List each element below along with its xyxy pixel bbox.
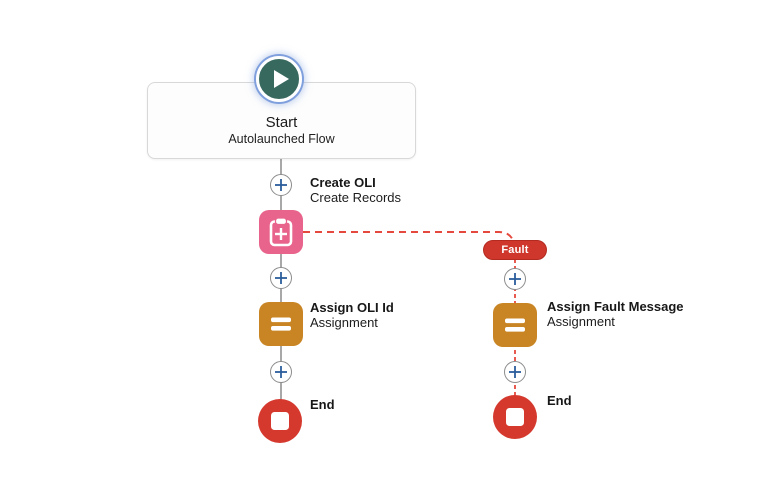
end-main-label: End: [310, 397, 335, 412]
add-element-button-2[interactable]: [270, 267, 292, 289]
start-node-subtitle: Autolaunched Flow: [228, 132, 335, 146]
assign-fault-message-node[interactable]: [493, 303, 537, 347]
stop-icon: [271, 412, 289, 430]
node-subtitle: Assignment: [547, 314, 615, 329]
add-element-plus-icon: [275, 366, 287, 378]
add-element-button-1[interactable]: [270, 174, 292, 196]
node-title: Assign Fault Message: [547, 299, 684, 314]
node-title: End: [547, 393, 572, 408]
node-subtitle: Assignment: [310, 315, 378, 330]
add-element-button-3[interactable]: [270, 361, 292, 383]
fault-connector-badge: Fault: [483, 240, 547, 260]
node-title: Assign OLI Id: [310, 300, 394, 315]
assign-fault-message-label: Assign Fault Message Assignment: [547, 299, 684, 329]
start-node-title: Start: [265, 114, 298, 131]
end-node-main[interactable]: [258, 399, 302, 443]
create-oli-label: Create OLI Create Records: [310, 175, 401, 205]
assign-oli-id-node[interactable]: [259, 302, 303, 346]
assign-oli-id-label: Assign OLI Id Assignment: [310, 300, 394, 330]
end-fault-label: End: [547, 393, 572, 408]
create-oli-node[interactable]: [259, 210, 303, 254]
start-node-button[interactable]: [256, 56, 302, 102]
end-node-fault[interactable]: [493, 395, 537, 439]
add-element-button-fault-2[interactable]: [504, 361, 526, 383]
node-title: End: [310, 397, 335, 412]
node-subtitle: Create Records: [310, 190, 402, 205]
fault-label: Fault: [501, 244, 529, 256]
add-element-plus-icon: [509, 366, 521, 378]
add-element-plus-icon: [509, 273, 521, 285]
stop-icon: [506, 408, 524, 426]
equals-icon: [505, 318, 525, 332]
clipboard-plus-icon: [269, 217, 293, 247]
add-element-button-fault-1[interactable]: [504, 268, 526, 290]
play-icon: [274, 70, 289, 88]
node-title: Create OLI: [310, 175, 376, 190]
add-element-plus-icon: [275, 272, 287, 284]
equals-icon: [271, 317, 291, 331]
add-element-plus-icon: [275, 179, 287, 191]
